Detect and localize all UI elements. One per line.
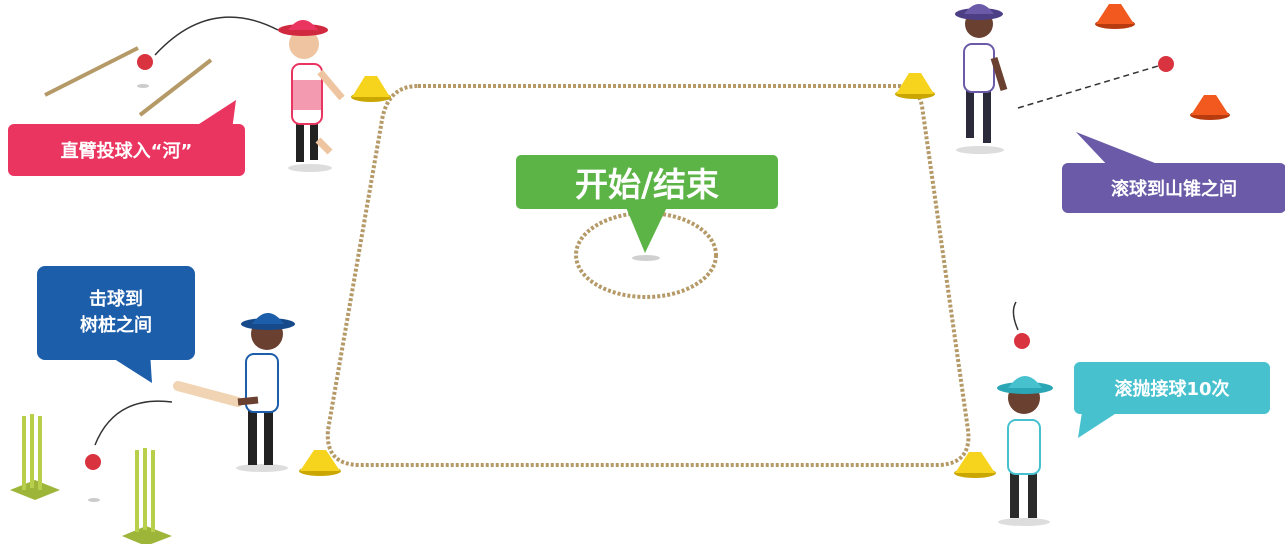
cone-yellow-bottom-right	[954, 452, 996, 478]
ball-hit-path	[94, 400, 173, 446]
ball-bottom-left	[85, 454, 101, 470]
river-label-tail	[196, 100, 236, 130]
cone-yellow-bottom-left	[299, 450, 341, 476]
ball-trajectory-top-left	[154, 16, 279, 56]
roll-between-cones-label: 滚球到山锥之间	[1062, 163, 1285, 213]
cone-orange-right	[1190, 95, 1230, 120]
player-bowler	[278, 20, 345, 172]
stumps-right	[122, 448, 172, 544]
ball-top-left	[137, 54, 153, 70]
straight-arm-label: 直臂投球入“河”	[8, 124, 245, 176]
hit-between-stumps-line1: 击球到	[89, 289, 143, 310]
player-batter	[173, 313, 295, 472]
player-catcher	[997, 376, 1053, 526]
ball-right	[1014, 333, 1030, 349]
rope-boundary	[325, 84, 971, 467]
cone-yellow-top-left	[351, 76, 391, 102]
river-rope-2	[138, 58, 213, 117]
roll-catch-label: 滚抛接球10次	[1074, 362, 1270, 414]
hit-between-stumps-label: 击球到 树桩之间	[37, 266, 195, 360]
catch-label-tail	[1078, 412, 1118, 438]
ball-top-right	[1158, 56, 1174, 72]
cones-label-tail	[1076, 132, 1160, 168]
cone-orange-top	[1095, 4, 1135, 29]
player-roller	[955, 4, 1008, 154]
river-rope-1	[44, 46, 139, 97]
ball-toss-path	[1012, 301, 1019, 331]
stumps-left	[10, 414, 60, 500]
cone-yellow-top-right	[895, 73, 935, 99]
start-spot	[632, 255, 660, 261]
hit-between-stumps-line2: 树桩之间	[80, 315, 152, 336]
start-label-tail	[625, 205, 668, 253]
start-end-label: 开始/结束	[516, 155, 778, 209]
ball-roll-path	[1017, 65, 1159, 109]
